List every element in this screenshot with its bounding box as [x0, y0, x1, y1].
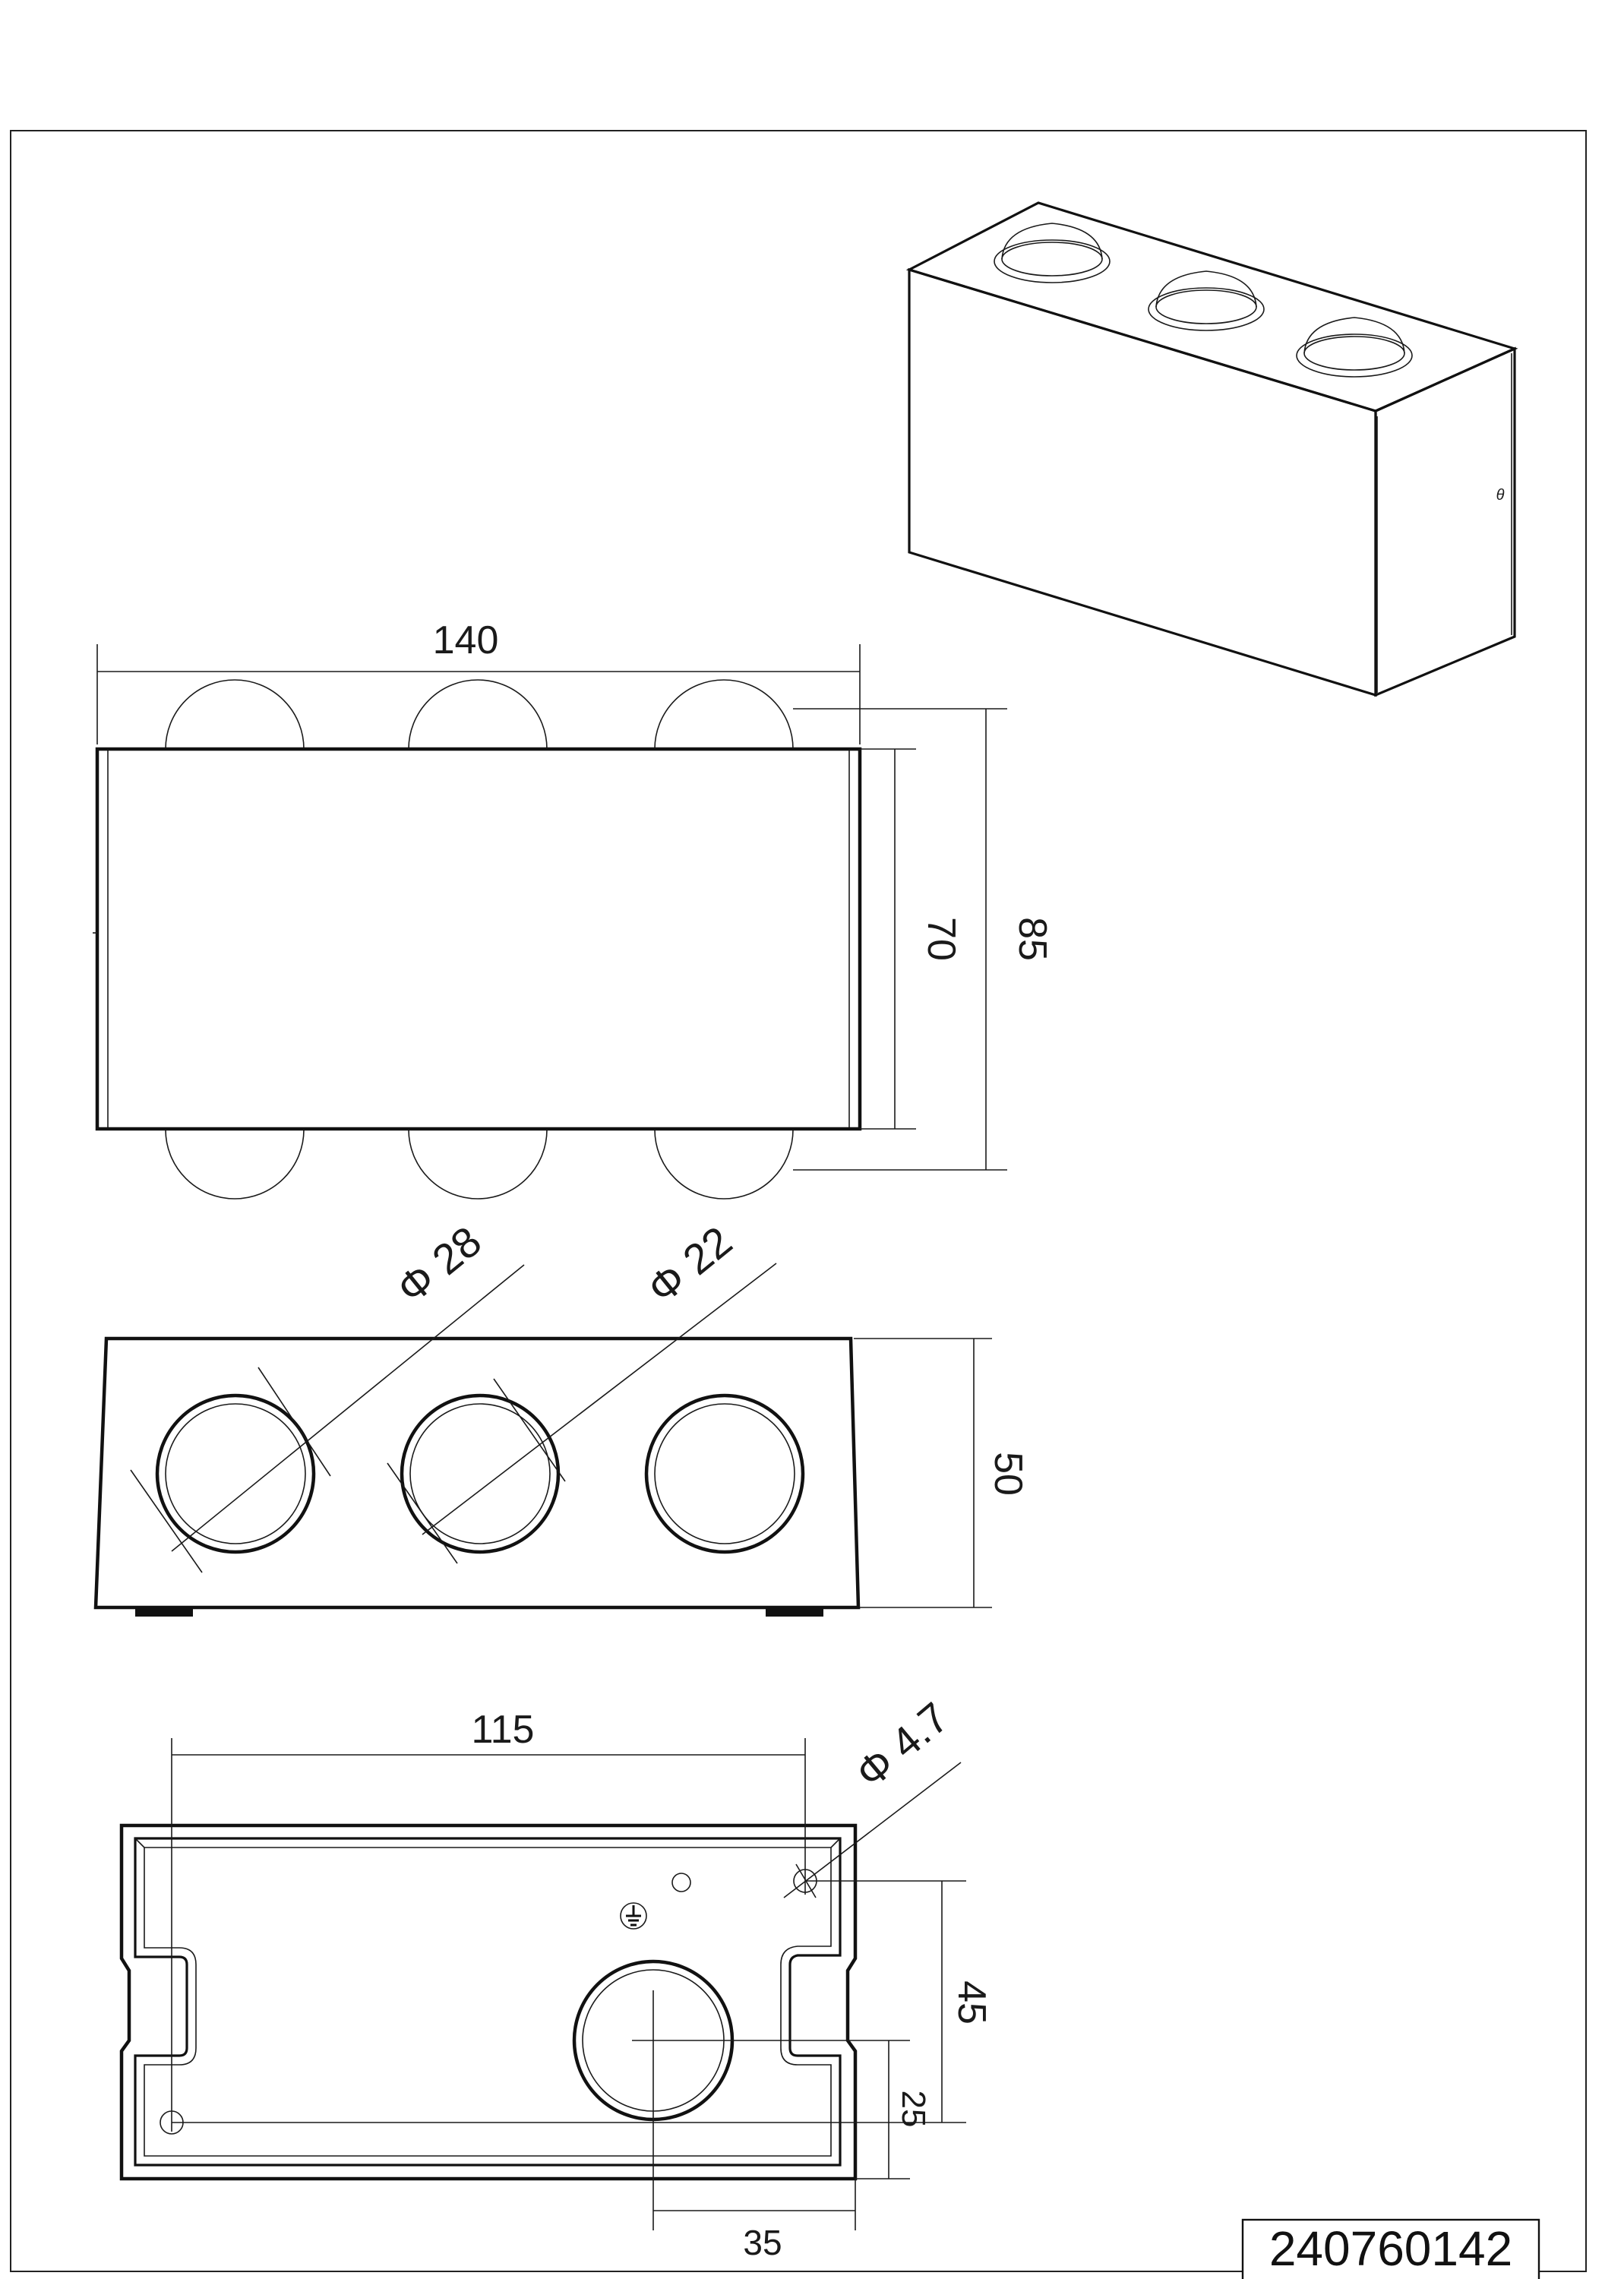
front-body-height-label: 70	[919, 917, 963, 961]
iso-side-mark: θ	[1496, 487, 1505, 504]
back-hole-spacing-label: 115	[472, 1708, 535, 1752]
iso-front-face	[908, 267, 1377, 697]
back-cable-offset-h-label: 35	[743, 2223, 782, 2262]
side-diameter-large-label: Φ 28	[387, 1217, 490, 1313]
back-cable-offset-v-label: 25	[895, 2091, 932, 2128]
side-view: Φ 28 Φ 22 50	[93, 1217, 1030, 1617]
part-number-box: 240760142	[1241, 2218, 1540, 2279]
front-view: 140 70 85	[93, 618, 1054, 1200]
iso-top-face	[905, 201, 1518, 412]
front-width-label: 140	[433, 618, 499, 662]
ground-symbol-icon	[620, 1902, 647, 1930]
iso-dome-1	[994, 223, 1111, 283]
iso-dome-2	[1148, 270, 1265, 331]
side-lens-1	[155, 1393, 316, 1554]
iso-side-face	[1374, 346, 1516, 697]
front-body	[95, 747, 862, 1131]
part-number: 240760142	[1269, 2221, 1512, 2276]
side-lens-3	[644, 1393, 805, 1554]
side-diameter-small-label: Φ 22	[638, 1217, 741, 1313]
sheet-frame	[10, 130, 1587, 2272]
side-body	[93, 1336, 861, 1610]
back-plate	[119, 1823, 858, 2181]
back-hole-diameter-label: Φ 4.7	[846, 1693, 957, 1797]
front-total-height-label: 85	[1010, 917, 1054, 961]
side-lens-2	[400, 1393, 561, 1554]
iso-dome-3	[1296, 317, 1413, 378]
back-view: 115 Φ 4.7 45 25 35	[119, 1693, 994, 2262]
side-height-label: 50	[986, 1452, 1030, 1496]
back-vertical-spacing-label: 45	[949, 1980, 994, 2025]
small-hole	[671, 1873, 691, 1892]
isometric-view: θ	[905, 201, 1518, 697]
